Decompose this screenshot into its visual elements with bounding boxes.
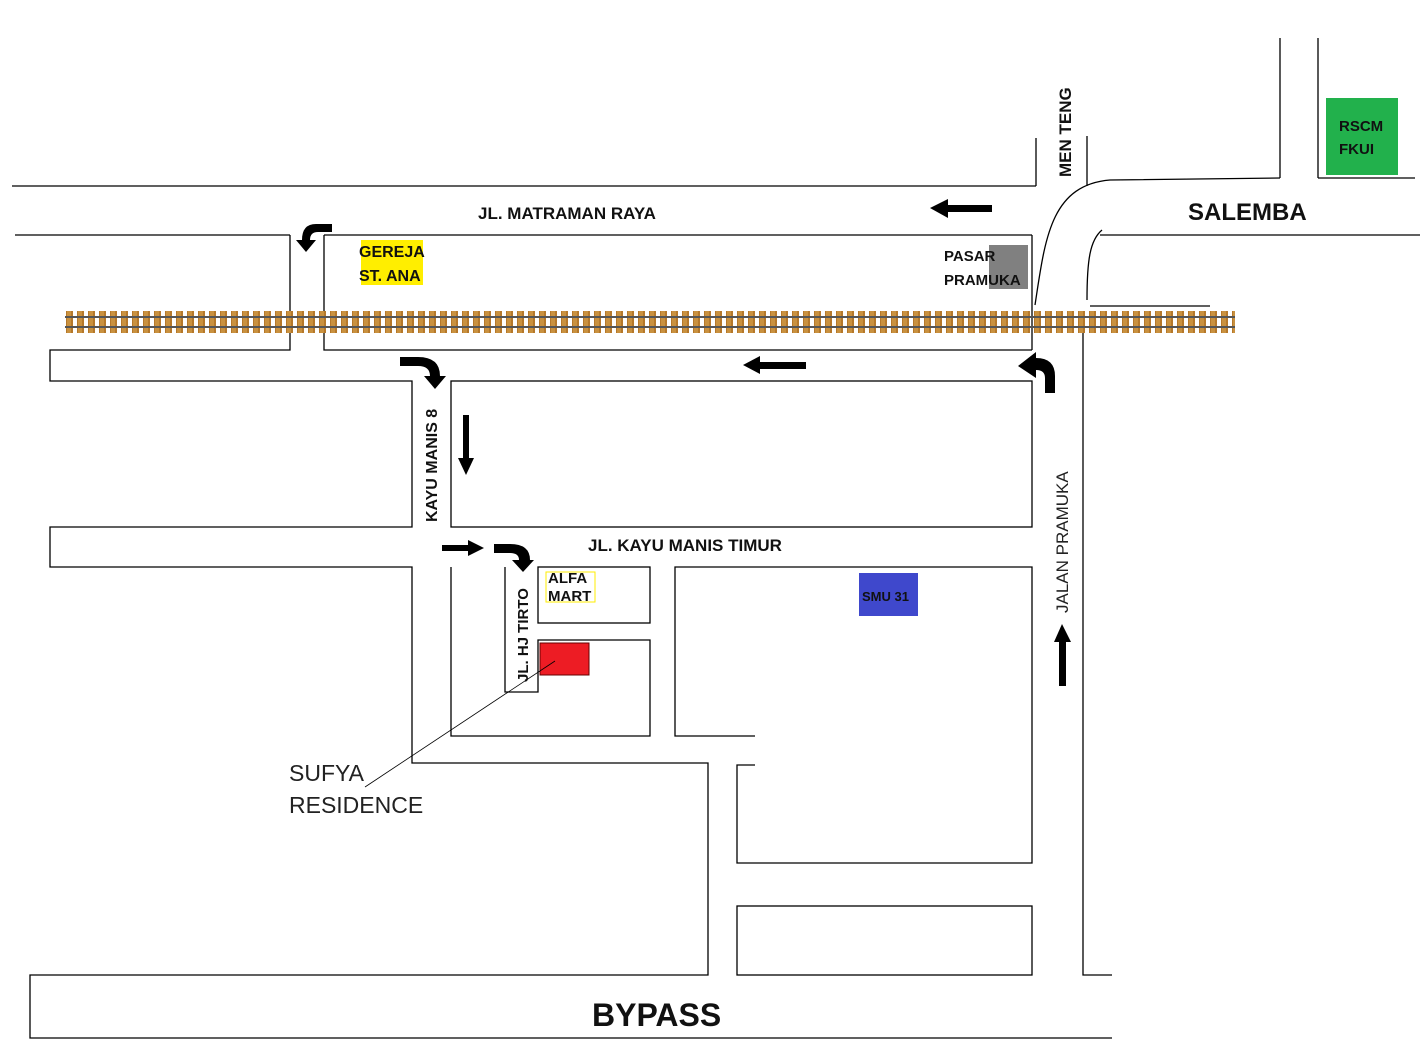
label-menteng: MEN TENG — [1056, 87, 1075, 177]
label-salemba: SALEMBA — [1188, 199, 1307, 226]
label-residence-1: SUFYA — [289, 760, 365, 786]
gereja-marker — [361, 240, 423, 285]
turn-arrow-icon — [400, 357, 446, 389]
label-gereja-1: GEREJA — [359, 244, 425, 261]
label-pasar-2: PRAMUKA — [944, 272, 1021, 289]
road-network — [29, 235, 1112, 1039]
label-pramuka: JALAN PRAMUKA — [1053, 471, 1072, 613]
label-alfa-1: ALFA — [548, 570, 587, 587]
residence-pointer — [364, 660, 556, 788]
label-rscm-1: RSCM — [1339, 118, 1383, 135]
label-hj-tirto: JL. HJ TIRTO — [515, 588, 532, 682]
pasar-marker — [989, 245, 1028, 289]
arrow-left-icon — [930, 199, 992, 218]
road-matraman-raya — [12, 185, 1036, 236]
railway-track — [65, 311, 1235, 333]
turn-arrow-icon — [296, 224, 332, 252]
label-pasar-1: PASAR — [944, 248, 996, 265]
residence-marker — [539, 642, 590, 676]
label-residence-2: RESIDENCE — [289, 792, 423, 818]
label-rscm-2: FKUI — [1339, 141, 1374, 158]
turn-arrow-icon — [1018, 352, 1055, 393]
road-salemba — [1034, 38, 1420, 307]
label-gereja-2: ST. ANA — [359, 268, 421, 285]
smu-marker — [859, 573, 918, 616]
arrow-left-icon — [743, 356, 806, 374]
turn-arrow-icon — [494, 544, 534, 572]
rscm-marker — [1326, 98, 1398, 175]
arrow-up-icon — [1054, 624, 1071, 686]
alfamart-marker — [545, 571, 596, 603]
arrow-down-icon — [458, 415, 474, 475]
label-alfa-2: MART — [548, 588, 591, 605]
label-kayu-manis-timur: JL. KAYU MANIS TIMUR — [588, 536, 782, 555]
arrow-right-icon — [442, 540, 484, 556]
label-bypass: BYPASS — [592, 997, 721, 1033]
label-matraman: JL. MATRAMAN RAYA — [478, 204, 656, 223]
label-kayu-manis-8: KAYU MANIS 8 — [424, 409, 441, 522]
label-smu: SMU 31 — [862, 589, 909, 604]
